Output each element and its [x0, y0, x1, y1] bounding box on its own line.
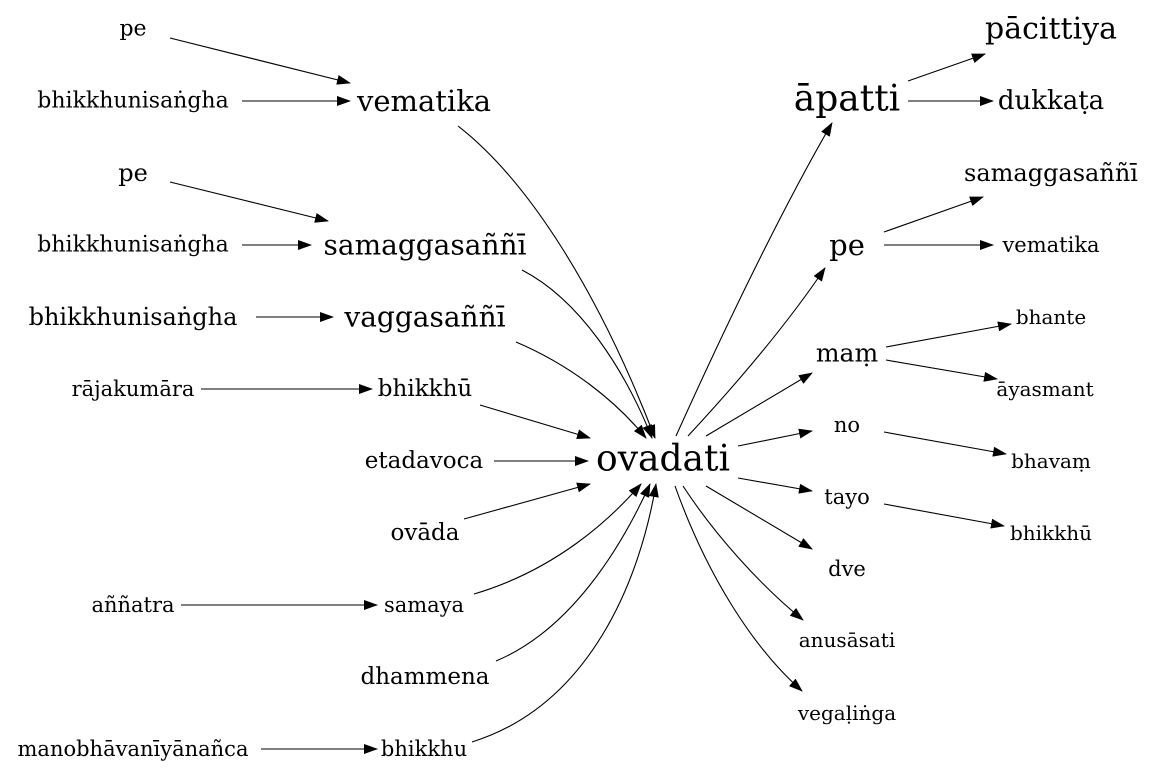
edge-bhikkhu-ovadati	[479, 404, 591, 440]
node-dve: dve	[828, 557, 866, 581]
edge-dhammena-ovadati	[495, 483, 651, 662]
edge-mam-bhante	[885, 321, 1012, 348]
node-vegalinga: vegaḷiṅga	[797, 701, 896, 725]
node-apatti: āpatti	[794, 79, 900, 120]
edge-ovadati-vegalinga	[674, 485, 803, 692]
node-pacittiya: pācittiya	[985, 12, 1117, 47]
edge-ovadati-apatti	[675, 122, 833, 437]
node-bhikkhunisangha-3: bhikkhunisaṅgha	[29, 303, 238, 331]
node-annatra: aññatra	[91, 593, 174, 617]
edge-vaggasanni-ovadati	[515, 341, 647, 439]
node-no: no	[834, 413, 860, 437]
node-tayo: tayo	[824, 485, 869, 509]
edge-bhikkhu-short-ovadati	[471, 483, 659, 743]
node-rajakumara: rājakumāra	[72, 377, 195, 401]
node-labels: ovadati vematika samaggasaññī vaggasaññī…	[18, 12, 1139, 762]
edge-ovadati-no	[737, 428, 813, 447]
node-manobhavaniyananca: manobhāvanīyānañca	[18, 737, 249, 761]
edge-ovadati-anusasati	[682, 485, 804, 621]
node-pe-2: pe	[118, 159, 148, 187]
node-dhammena: dhammena	[360, 664, 489, 690]
node-anusasati: anusāsati	[799, 628, 896, 652]
node-samaggasanni-left: samaggasaññī	[324, 229, 527, 262]
node-bhavam: bhavaṃ	[1011, 449, 1091, 473]
node-bhikkhu-long-right: bhikkhū	[1010, 521, 1092, 545]
edges	[169, 37, 1012, 754]
node-etadavoca: etadavoca	[365, 448, 484, 474]
edge-pe-samaggasanni	[883, 196, 984, 233]
edge-tayo-bhikkhu	[883, 503, 1005, 529]
edge-ovadati-dve	[705, 485, 813, 550]
node-bhikkhu-long-left: bhikkhū	[378, 376, 472, 402]
node-ovada: ovāda	[391, 520, 460, 546]
edge-ovadati-pe	[687, 267, 826, 437]
edge-apatti-pacittiya	[907, 53, 986, 82]
node-bhante: bhante	[1016, 305, 1086, 329]
node-vematika-right: vematika	[1001, 233, 1099, 257]
edge-ovada-ovadati	[463, 482, 591, 520]
edge-samaggasanni-ovadati	[521, 269, 653, 439]
node-mam: maṃ	[816, 339, 879, 368]
node-dukkata: dukkaṭa	[998, 86, 1104, 116]
edge-vematika-ovadati	[457, 125, 656, 439]
node-bhikkhu-short: bhikkhu	[381, 737, 467, 761]
edge-pe2-samaggasanni	[169, 181, 329, 223]
node-bhikkhunisangha-1: bhikkhunisaṅgha	[37, 89, 228, 114]
node-vaggasanni: vaggasaññī	[343, 301, 505, 334]
edge-ovadati-mam	[705, 372, 813, 437]
edge-samaya-ovadati	[473, 483, 642, 595]
edge-pe1-vematika	[169, 37, 351, 85]
node-vematika-left: vematika	[356, 84, 491, 118]
node-samaya: samaya	[384, 593, 464, 617]
edge-no-bhavam	[883, 431, 1007, 457]
node-pe-1: pe	[119, 17, 146, 42]
node-samaggasanni-right: samaggasaññī	[964, 159, 1138, 187]
node-ayasmant: āyasmant	[996, 377, 1093, 401]
node-pe-right: pe	[829, 228, 865, 262]
node-bhikkhunisangha-2: bhikkhunisaṅgha	[37, 233, 228, 258]
edge-ovadati-tayo	[737, 477, 813, 494]
node-ovadati: ovadati	[596, 439, 730, 480]
edge-mam-ayasmant	[885, 359, 998, 382]
